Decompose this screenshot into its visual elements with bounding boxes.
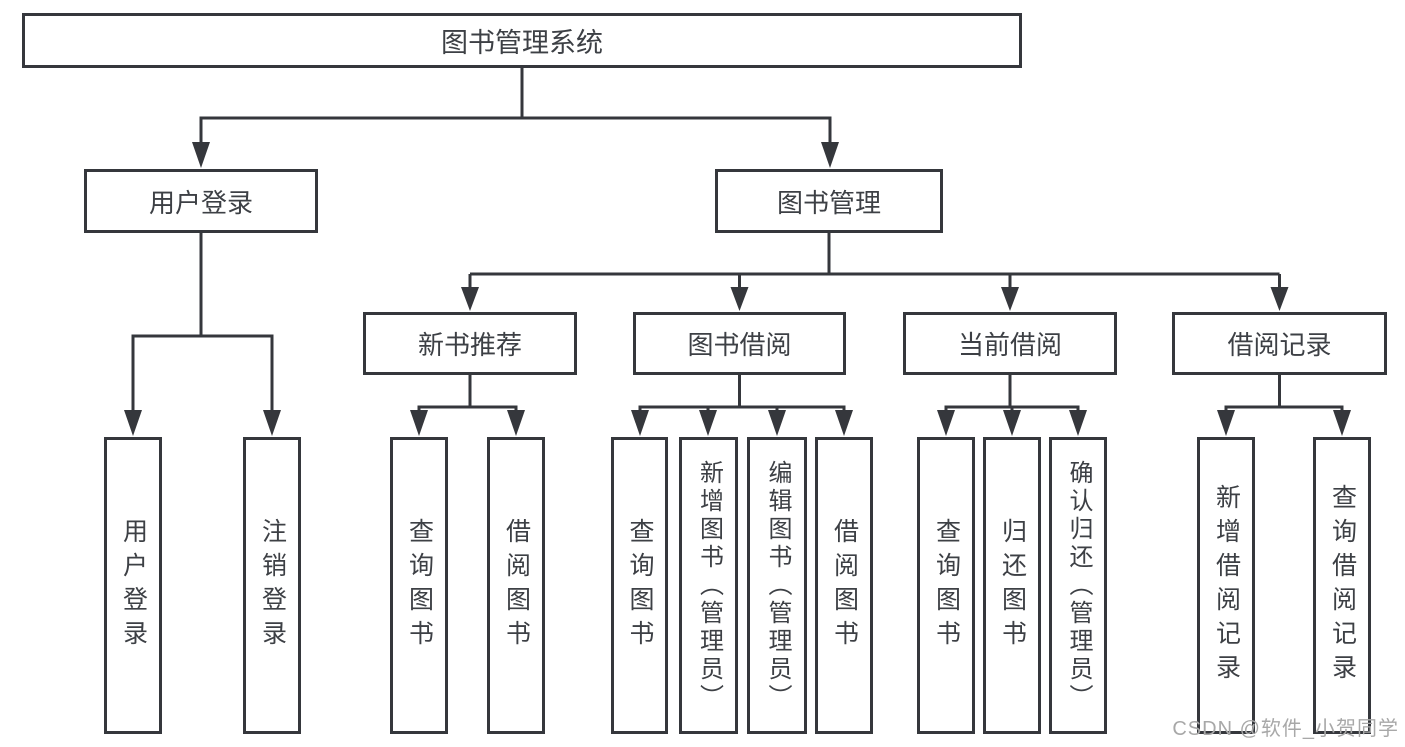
- node-user-login-leaf-label: 用户登录: [119, 517, 148, 654]
- node-user-login-leaf: 用户登录: [104, 437, 162, 734]
- node-logout-leaf: 注销登录: [243, 437, 301, 734]
- node-book-management-label: 图书管理: [776, 187, 881, 218]
- node-borrow-books-2-label: 借阅图书: [830, 517, 859, 654]
- node-query-books-3-label: 查询图书: [932, 517, 961, 654]
- node-confirm-return-admin: 确认归还（管理员）: [1049, 437, 1107, 734]
- node-root-label: 图书管理系统: [441, 28, 603, 58]
- node-new-book-recommend: 新书推荐: [363, 312, 577, 375]
- node-query-books-2-label: 查询图书: [626, 517, 654, 654]
- node-add-books-admin: 新增图书（管理员）: [679, 437, 738, 734]
- node-borrow-records-label: 借阅记录: [1227, 330, 1332, 360]
- node-new-book-recommend-label: 新书推荐: [417, 330, 522, 360]
- node-confirm-return-admin-label: 确认归还（管理员）: [1065, 459, 1092, 712]
- node-query-books-1: 查询图书: [390, 437, 448, 734]
- node-return-books: 归还图书: [983, 437, 1041, 734]
- node-current-borrow: 当前借阅: [903, 312, 1117, 375]
- node-borrow-books-1-label: 借阅图书: [502, 517, 531, 654]
- node-add-borrow-record-label: 新增借阅记录: [1212, 483, 1241, 688]
- node-current-borrow-label: 当前借阅: [957, 330, 1062, 360]
- node-root: 图书管理系统: [22, 13, 1022, 68]
- node-edit-books-admin: 编辑图书（管理员）: [747, 437, 807, 734]
- node-return-books-label: 归还图书: [998, 517, 1027, 654]
- node-book-borrow-label: 图书借阅: [687, 330, 792, 360]
- node-book-management: 图书管理: [715, 169, 943, 233]
- node-borrow-books-1: 借阅图书: [487, 437, 545, 734]
- node-query-books-1-label: 查询图书: [405, 517, 434, 654]
- watermark: CSDN @软件_小贺同学: [1172, 718, 1399, 740]
- node-logout-leaf-label: 注销登录: [258, 517, 287, 654]
- node-query-books-2: 查询图书: [611, 437, 668, 734]
- node-borrow-books-2: 借阅图书: [815, 437, 873, 734]
- node-add-borrow-record: 新增借阅记录: [1197, 437, 1255, 734]
- node-query-books-3: 查询图书: [917, 437, 975, 734]
- node-query-borrow-record-label: 查询借阅记录: [1328, 483, 1357, 688]
- node-query-borrow-record: 查询借阅记录: [1313, 437, 1371, 734]
- node-book-borrow: 图书借阅: [633, 312, 846, 375]
- node-borrow-records: 借阅记录: [1172, 312, 1387, 375]
- node-user-login-label: 用户登录: [148, 187, 253, 218]
- node-add-books-admin-label: 新增图书（管理员）: [695, 459, 723, 712]
- node-edit-books-admin-label: 编辑图书（管理员）: [764, 459, 791, 712]
- node-user-login: 用户登录: [84, 169, 318, 233]
